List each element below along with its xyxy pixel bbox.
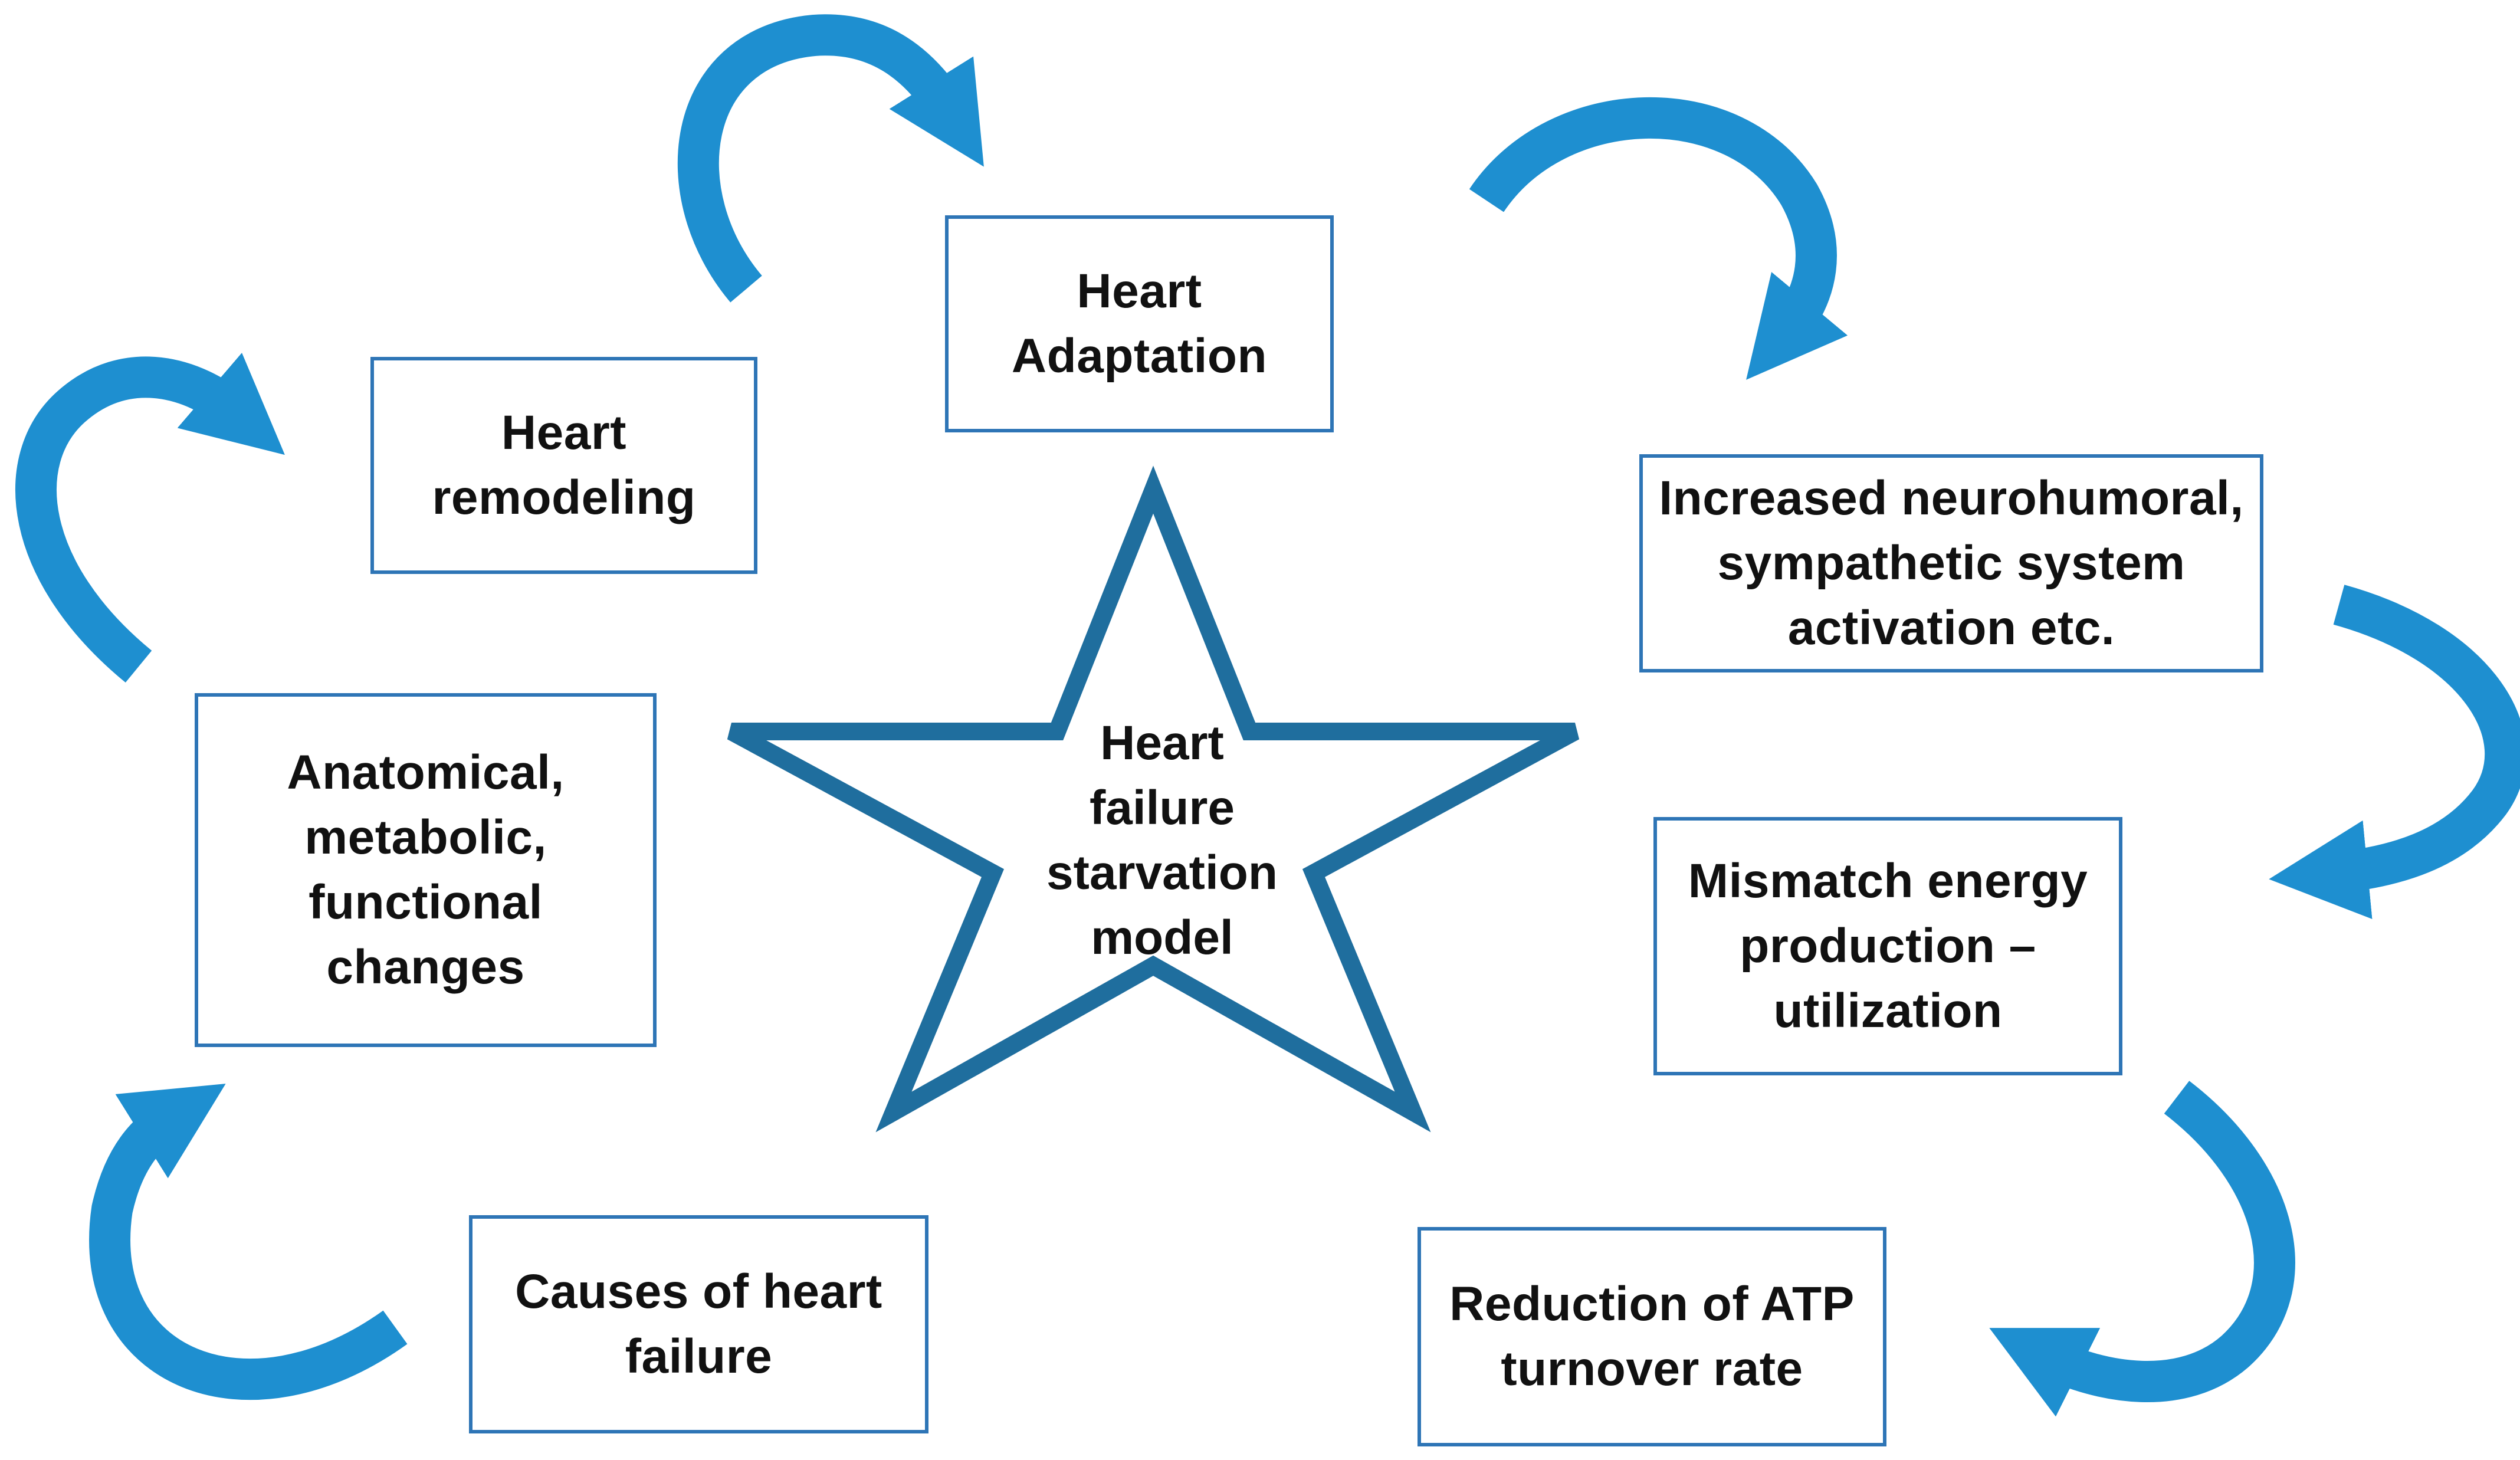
box-label: Mismatch energy production – utilization xyxy=(1688,854,2088,1038)
box-label: Heart remodeling xyxy=(432,406,696,524)
box-label: Causes of heart failure xyxy=(515,1265,882,1383)
arrows-group xyxy=(15,14,2520,1417)
box-atp-reduction: Reduction of ATP turnover rate xyxy=(1418,1227,1886,1446)
box-label: Anatomical, metabolic, functional change… xyxy=(287,746,565,994)
box-label: Heart Adaptation xyxy=(1011,264,1268,383)
box-heart-remodeling: Heart remodeling xyxy=(370,357,757,574)
curved-arrow-icon xyxy=(15,352,285,683)
curved-arrow-icon xyxy=(1989,1081,2295,1417)
box-mismatch-energy: Mismatch energy production – utilization xyxy=(1653,817,2122,1075)
curved-arrow-icon xyxy=(89,1084,408,1400)
center-star-label: Heart failure starvation model xyxy=(1046,716,1278,964)
box-causes-heart-failure: Causes of heart failure xyxy=(469,1215,928,1433)
center-star-shape xyxy=(727,465,1580,1133)
box-label: Increased neurohumoral, sympathetic syst… xyxy=(1659,471,2244,655)
box-anatomical-changes: Anatomical, metabolic, functional change… xyxy=(195,693,657,1047)
curved-arrow-icon xyxy=(677,14,984,303)
curved-arrow-icon xyxy=(2269,585,2520,920)
box-label: Reduction of ATP turnover rate xyxy=(1449,1277,1855,1396)
box-heart-adaptation: Heart Adaptation xyxy=(945,215,1334,432)
box-neurohumoral-activation: Increased neurohumoral, sympathetic syst… xyxy=(1639,454,2263,672)
curved-arrow-icon xyxy=(1469,97,1848,380)
